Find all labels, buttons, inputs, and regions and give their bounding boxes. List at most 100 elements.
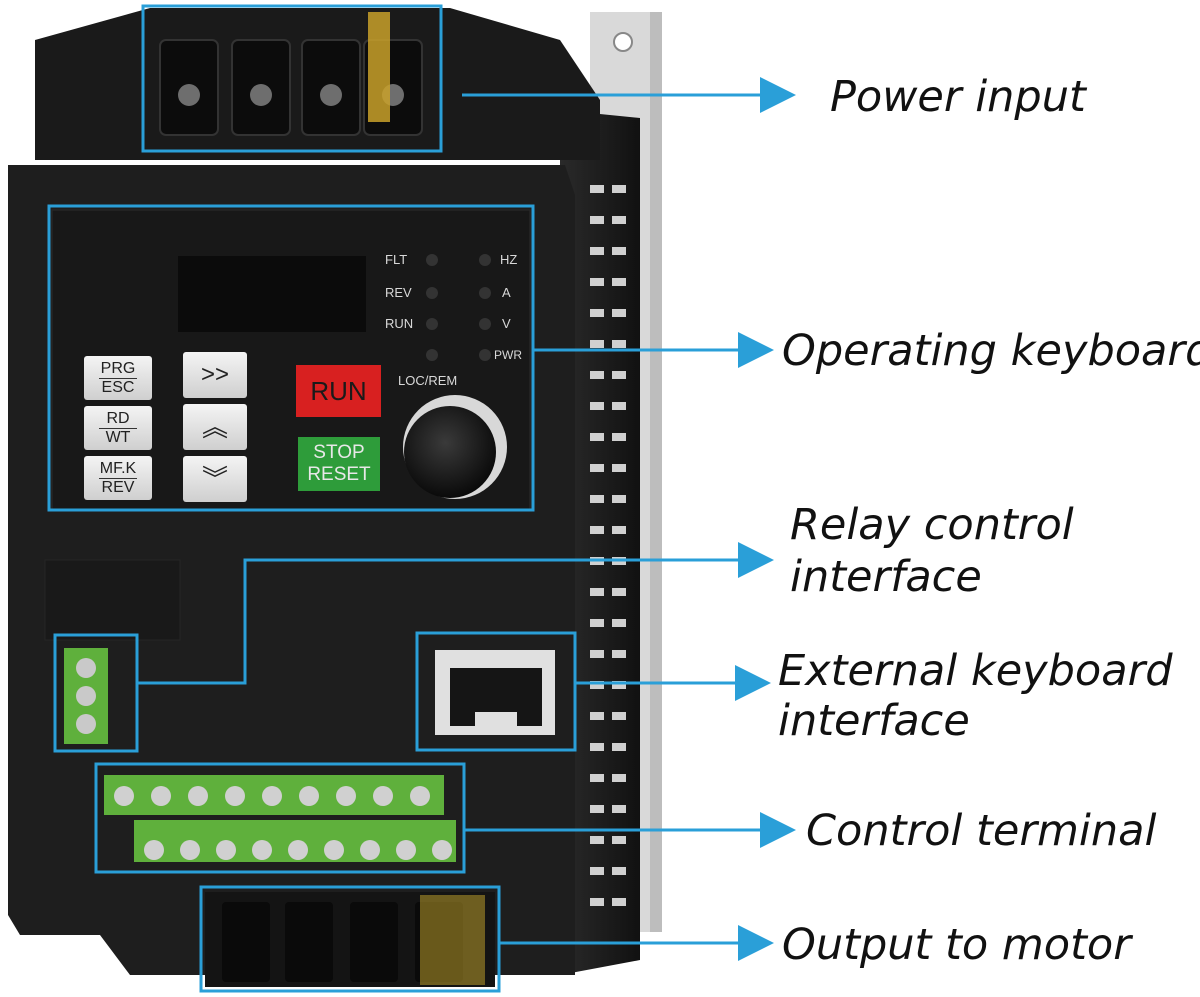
vent-slot <box>590 309 604 317</box>
mfk-rev-key[interactable]: MF.K REV <box>84 456 152 500</box>
callout-external-keyboard-line1: External keyboard <box>778 646 1173 696</box>
indicator-label-rev: REV <box>385 285 412 300</box>
shift-key-label: >> <box>200 361 230 388</box>
callout-external-keyboard-line2: interface <box>778 696 970 746</box>
vent-slot <box>612 867 626 875</box>
chevron-up-icon: ︽ <box>201 412 228 442</box>
power-terminal-block <box>35 8 600 160</box>
rj45-port <box>435 650 555 735</box>
line-relay-control <box>137 542 774 685</box>
highlight-boxes <box>47 4 577 993</box>
terminal-screw <box>225 786 245 806</box>
side-vents <box>560 110 640 975</box>
relay-terminal <box>64 648 108 744</box>
vent-slot <box>590 619 604 627</box>
vent-slot <box>612 588 626 596</box>
indicator-leds <box>426 254 491 361</box>
reset-key-label: RESET <box>307 464 371 485</box>
rd-wt-key[interactable]: RD WT <box>84 406 152 450</box>
vent-slot <box>590 402 604 410</box>
vent-slot <box>590 526 604 534</box>
key-divider <box>99 427 137 429</box>
wt-key-label: WT <box>105 428 131 446</box>
vent-slot <box>590 247 604 255</box>
blank-cover <box>44 559 181 641</box>
vent-slot <box>590 185 604 193</box>
vent-slot <box>612 340 626 348</box>
vent-slot <box>590 495 604 503</box>
stop-key-label: STOP <box>313 442 365 463</box>
vent-slot <box>590 216 604 224</box>
terminal-screw <box>151 786 171 806</box>
terminal-screw <box>410 786 430 806</box>
esc-key-label: ESC <box>101 378 135 396</box>
vent-slot <box>590 836 604 844</box>
vent-slot <box>612 712 626 720</box>
indicator-label-pwr: PWR <box>494 348 522 362</box>
down-key[interactable]: ︾ <box>183 456 247 502</box>
output-terminal-block <box>205 892 495 987</box>
terminal-screw <box>188 786 208 806</box>
indicator-label-a: A <box>502 285 511 300</box>
vent-slot <box>612 743 626 751</box>
indicator-label-flt: FLT <box>385 252 408 267</box>
terminal-screw <box>114 786 134 806</box>
callout-power-input: Power input <box>830 72 1086 122</box>
mfk-key-label: MF.K <box>99 459 137 477</box>
vent-slot <box>590 867 604 875</box>
stop-reset-key[interactable]: STOP RESET <box>298 437 380 491</box>
vent-slot <box>612 402 626 410</box>
run-key-label: RUN <box>310 375 367 406</box>
vent-slot <box>612 681 626 689</box>
terminal-screw <box>299 786 319 806</box>
terminal-screw <box>180 840 200 860</box>
vent-slot <box>612 278 626 286</box>
vent-slot <box>612 774 626 782</box>
prg-key-label: PRG <box>100 359 136 377</box>
vent-slot <box>612 464 626 472</box>
loc-rem-label: LOC/REM <box>398 373 458 388</box>
vent-slot <box>612 247 626 255</box>
terminal-screw <box>396 840 416 860</box>
callout-output-motor: Output to motor <box>782 920 1131 970</box>
terminal-screw <box>262 786 282 806</box>
vent-slot <box>590 898 604 906</box>
terminal-screw <box>432 840 452 860</box>
control-terminal-rows <box>104 775 456 862</box>
callout-relay-control-line2: interface <box>790 552 982 602</box>
box-power-input <box>141 4 443 153</box>
box-control-terminal <box>94 762 466 874</box>
potentiometer-knob <box>403 395 507 499</box>
indicator-label-run: RUN <box>385 316 414 331</box>
box-relay-control <box>53 633 139 753</box>
vent-slot <box>590 340 604 348</box>
vent-slot <box>590 588 604 596</box>
vent-slot <box>590 278 604 286</box>
indicator-label-v: V <box>502 316 511 331</box>
vent-slot <box>612 898 626 906</box>
chevron-down-icon: ︾ <box>201 464 228 494</box>
shift-key[interactable]: >> <box>183 352 247 398</box>
terminal-screw <box>336 786 356 806</box>
rd-key-label: RD <box>106 409 130 427</box>
vent-slot <box>590 743 604 751</box>
terminal-screw <box>216 840 236 860</box>
vent-slot <box>612 185 626 193</box>
terminal-screw <box>288 840 308 860</box>
run-key[interactable]: RUN <box>296 365 381 417</box>
vent-slot <box>590 433 604 441</box>
vent-slot <box>612 216 626 224</box>
prg-esc-key[interactable]: PRG ESC <box>84 356 152 400</box>
vent-slot <box>612 619 626 627</box>
vent-slot <box>612 433 626 441</box>
vent-slot <box>590 681 604 689</box>
up-key[interactable]: ︽ <box>183 404 247 450</box>
vent-slot <box>612 650 626 658</box>
terminal-screw <box>373 786 393 806</box>
terminal-screw <box>324 840 344 860</box>
vent-slot <box>590 712 604 720</box>
indicator-label-hz: HZ <box>500 252 518 267</box>
terminal-screw <box>360 840 380 860</box>
vent-slot <box>590 650 604 658</box>
rev-key-label: REV <box>101 478 135 496</box>
